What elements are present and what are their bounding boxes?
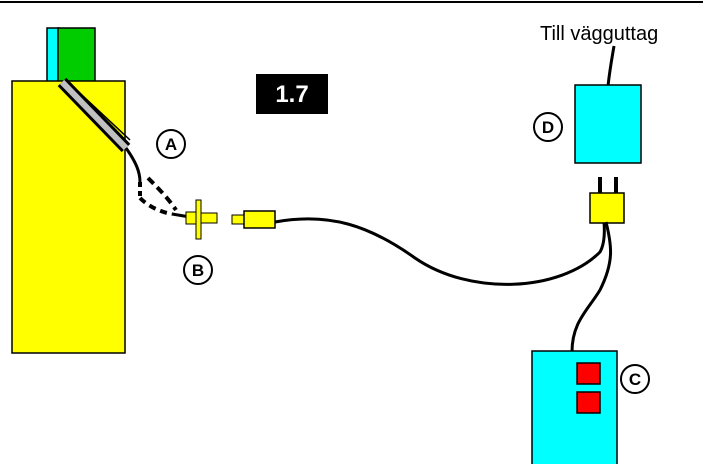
callout-a-circle	[156, 129, 186, 159]
internal-cable-split	[67, 81, 131, 141]
cable-upper-branch	[124, 147, 142, 183]
duct-green	[57, 27, 96, 83]
bushing-plate	[195, 199, 202, 240]
controller-cable	[570, 221, 613, 353]
extension-plug	[243, 210, 276, 229]
bushing-stub	[200, 212, 218, 224]
internal-cable-core	[59, 79, 129, 151]
controller-button-bottom	[576, 391, 601, 414]
plug-prong-left	[598, 177, 602, 194]
power-adapter-body	[574, 84, 642, 164]
callout-a-label: A	[165, 135, 177, 154]
duct-cyan	[46, 27, 60, 83]
callout-c-circle	[620, 364, 650, 394]
extension-pin	[231, 214, 245, 225]
callout-d-circle	[533, 112, 563, 142]
callout-d-label: D	[542, 118, 554, 137]
plug-prong-right	[614, 177, 618, 194]
splitter-plug	[589, 192, 625, 224]
cable-diagonal-dashed	[146, 176, 178, 212]
cable-lower-dashed	[138, 196, 173, 216]
controller-body	[531, 350, 618, 464]
callout-b-circle	[183, 255, 213, 285]
wall-outlet-label: Till vägguttag	[540, 23, 658, 45]
callout-b-label: B	[192, 261, 204, 280]
extension-cable	[274, 217, 606, 286]
outlet-cable	[606, 45, 616, 87]
callout-c-label: C	[629, 370, 641, 389]
step-badge	[256, 74, 328, 114]
bushing-plug	[185, 211, 197, 225]
step-label: 1.7	[275, 81, 308, 108]
controller-button-top	[576, 362, 601, 385]
